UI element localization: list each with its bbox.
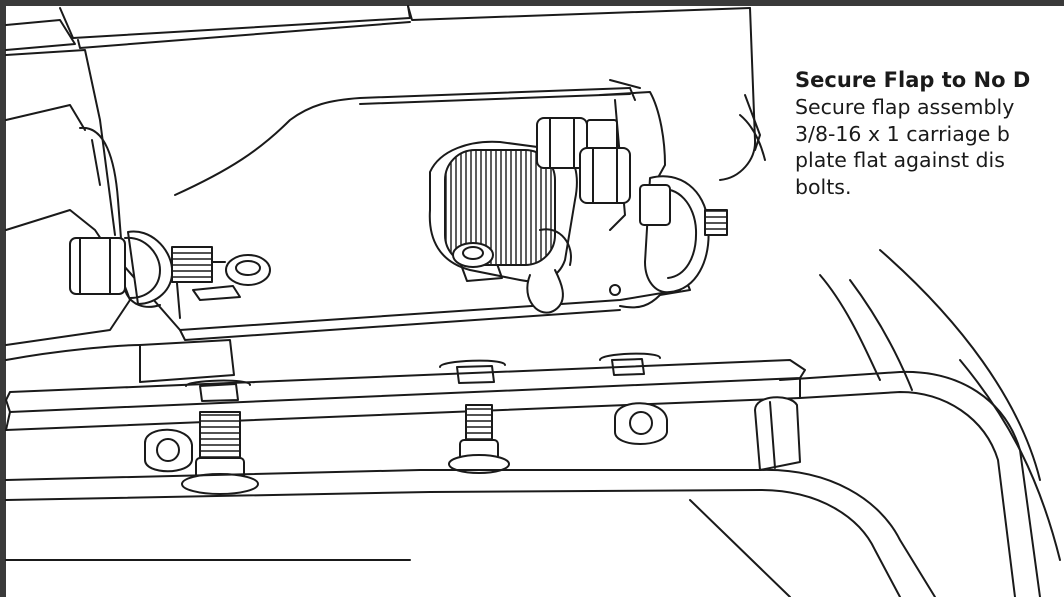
bolt-thread-right — [704, 209, 728, 236]
disc-housing — [5, 7, 766, 361]
frame-tube — [5, 249, 1061, 597]
carriage-bolt-center-head — [448, 454, 510, 474]
hex-bolt-lower — [579, 147, 631, 204]
callout-title: Secure Flap to No D — [795, 68, 1031, 92]
left-hinge-bracket — [69, 126, 271, 308]
callout-line-4: bolts. — [795, 174, 852, 199]
cover-bar — [5, 339, 806, 431]
flange-nut-bottom-right — [614, 402, 668, 445]
top-flap-segments — [5, 5, 751, 51]
callout-line-2: 3/8-16 x 1 carriage b — [795, 121, 1010, 146]
carriage-bolt-left-head — [181, 473, 259, 495]
spring-assembly — [428, 140, 578, 314]
right-hinge-bracket — [536, 79, 728, 309]
hex-nut-left — [69, 237, 126, 295]
callout-leaders — [744, 94, 761, 151]
bolt-thread-left — [171, 246, 213, 283]
callout-line-3: plate flat against dis — [795, 148, 1005, 172]
instruction-callout: Secure Flap to No D Secure flap assembly… — [795, 66, 1064, 200]
carriage-bolts — [181, 404, 510, 495]
callout-body: Secure flap assembly 3/8-16 x 1 carriage… — [795, 94, 1064, 200]
torsion-spring — [444, 149, 556, 266]
flange-nut-left — [225, 254, 271, 286]
cover-bar-slots — [185, 352, 661, 402]
flange-nuts — [144, 402, 668, 473]
callout-line-1: Secure flap assembly — [795, 95, 1015, 119]
flange-nut-bottom-left — [144, 428, 193, 473]
rubber-bumper — [754, 396, 801, 471]
